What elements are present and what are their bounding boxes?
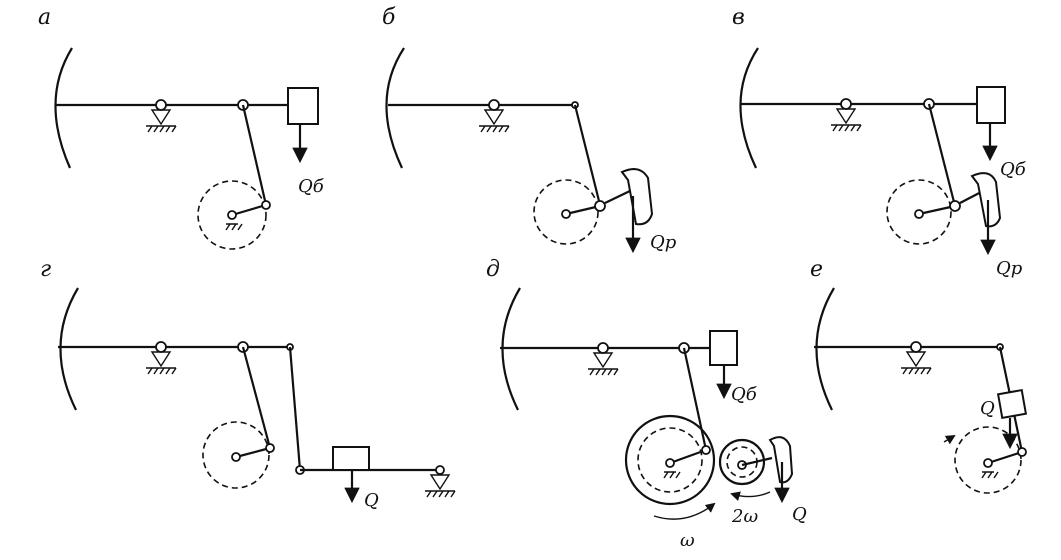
crank-pin	[265, 443, 275, 453]
load-label: Q	[792, 504, 807, 525]
load-label: Q	[364, 490, 379, 511]
load-label: Qб	[1000, 159, 1027, 180]
crank-circle	[954, 426, 1022, 494]
panel-label-v: в	[732, 5, 745, 30]
sector-arc	[385, 47, 405, 169]
panel-b: б Qр	[382, 5, 677, 254]
connecting-rod	[682, 347, 708, 451]
small-gear	[718, 438, 766, 486]
crank	[231, 203, 267, 217]
sector-arc	[815, 287, 835, 411]
load-label: Qб	[298, 176, 325, 197]
crank	[918, 204, 956, 216]
connecting-rod	[573, 104, 602, 206]
speed-label-small: 2ω	[731, 506, 758, 527]
load-label: Q	[980, 398, 995, 419]
panel-label-b: б	[382, 5, 396, 30]
panel-d: д Qб Q 2ω ω	[486, 257, 807, 551]
fixed-pivot	[588, 342, 619, 376]
rotating-counterweight	[970, 172, 1002, 228]
counterweight-box	[709, 330, 738, 366]
crank-center	[231, 452, 241, 462]
fixed-pivot	[146, 341, 177, 375]
hatch	[981, 471, 999, 479]
crank-pin	[261, 200, 271, 210]
crank-pin	[1017, 447, 1027, 457]
panel-label-e: е	[810, 257, 823, 282]
crank-circle	[886, 179, 952, 245]
load-label: Qб	[731, 384, 758, 405]
crank-center	[914, 209, 924, 219]
panel-a: а Qб	[38, 5, 325, 250]
large-gear	[624, 414, 716, 506]
vertical-link	[288, 346, 302, 471]
counterweight-box	[976, 86, 1006, 124]
crank-pin	[949, 200, 961, 212]
connecting-rod	[927, 103, 957, 207]
crank-center	[227, 210, 237, 220]
fixed-pivot	[901, 341, 932, 375]
crank-center	[665, 458, 675, 468]
crank-circle	[197, 180, 267, 250]
crank-circle	[637, 427, 703, 493]
crank-circle	[533, 179, 599, 245]
speed-arrow-small	[730, 491, 771, 501]
load-box	[332, 446, 370, 471]
counterweight-box	[287, 87, 319, 125]
crank-pin	[701, 445, 711, 455]
panel-label-g: г	[40, 257, 51, 282]
load-label: Qр	[996, 258, 1023, 279]
panel-label-a: а	[38, 5, 51, 30]
crank	[669, 448, 707, 465]
crank-center	[983, 458, 993, 468]
balance-arm	[604, 189, 633, 204]
fixed-pivot	[146, 99, 177, 133]
sector-arc	[59, 287, 79, 411]
panel-g: г Q	[40, 257, 456, 511]
sliding-weight	[996, 388, 1028, 420]
rotating-counterweight	[620, 168, 654, 226]
crank	[987, 450, 1023, 465]
connecting-rod	[241, 346, 272, 449]
panel-v: в Qб Qр	[732, 5, 1027, 279]
crank-center	[561, 209, 571, 219]
sector-arc	[54, 47, 73, 169]
balance-arm	[741, 456, 773, 467]
crank	[235, 446, 271, 459]
speed-label-large: ω	[680, 530, 695, 551]
load-label: Qр	[650, 232, 677, 253]
panel-e: е Q	[810, 257, 1028, 494]
connecting-rod	[241, 104, 268, 206]
crank-circle	[202, 421, 270, 489]
hatch	[225, 223, 243, 231]
sector-arc	[739, 47, 759, 169]
fixed-pivot	[479, 99, 510, 133]
speed-arrow-large	[653, 502, 716, 520]
rotation-arrow	[943, 434, 956, 445]
panel-label-d: д	[486, 257, 500, 282]
fixed-pivot	[425, 465, 456, 498]
hatch	[663, 471, 681, 479]
fixed-pivot	[831, 98, 862, 132]
crank-pin	[594, 200, 606, 212]
